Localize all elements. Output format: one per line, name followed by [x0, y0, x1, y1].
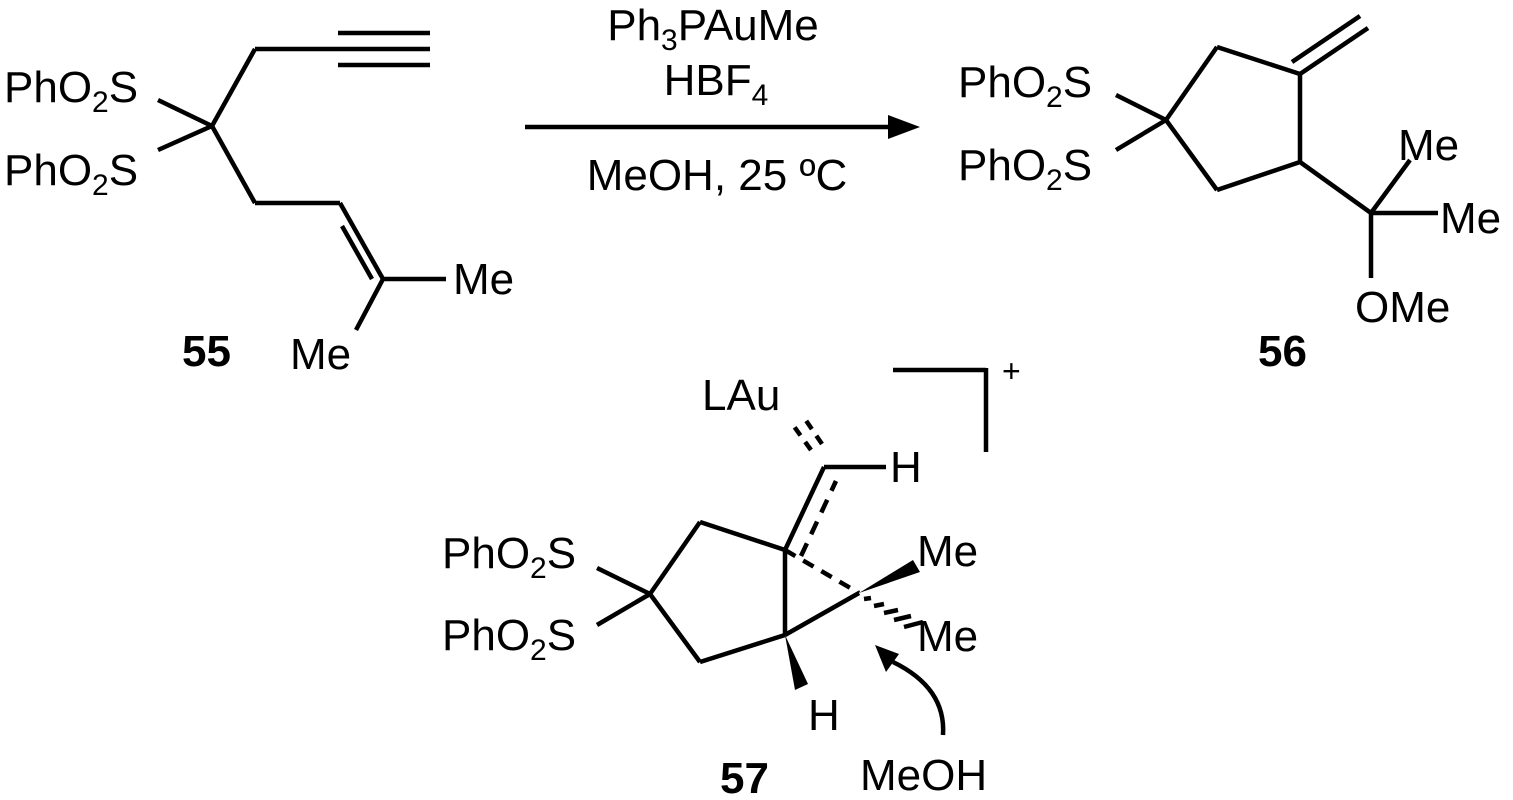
compound-56-methoxy-label: OMe: [1355, 283, 1450, 332]
compound-56-methyl-label: Me: [1398, 121, 1459, 170]
positive-charge-label: +: [1002, 353, 1021, 389]
compound-56-bonds: [1114, 14, 1438, 278]
compound-57-methyl-label: Me: [917, 527, 978, 576]
compound-55-methyl-label: Me: [453, 255, 514, 304]
compound-57-sulfonyl-label: PhO2S: [442, 611, 576, 667]
compound-56-number: 56: [1258, 327, 1307, 376]
compound-55-bonds: [157, 30, 446, 332]
compound-57-bonds: [595, 417, 924, 690]
methanol-label: MeOH: [860, 751, 987, 800]
compound-56: PhO2S PhO2S Me Me OMe 56: [958, 14, 1501, 376]
compound-57-hydrogen-label: H: [808, 691, 840, 740]
cation-bracket: [893, 367, 989, 452]
nucleophile-arrow-head: [875, 645, 899, 672]
acid-label: HBF4: [664, 56, 769, 112]
catalyst-label: Ph3PAuMe: [607, 1, 819, 57]
reaction-arrow-head: [888, 115, 920, 139]
compound-55-sulfonyl-label: PhO2S: [4, 63, 138, 119]
reaction-arrow-group: Ph3PAuMe HBF4 MeOH, 25 ºC: [525, 1, 920, 200]
compound-56-sulfonyl-label: PhO2S: [958, 141, 1092, 197]
nucleophile-attack-arrow: [892, 659, 946, 736]
compound-57: LAu H PhO2S PhO2S Me Me H + MeOH 57: [442, 353, 1021, 800]
compound-57-methyl-label: Me: [917, 612, 978, 661]
compound-57-number: 57: [720, 754, 769, 800]
compound-55: PhO2S PhO2S Me Me 55: [4, 30, 514, 379]
compound-55-number: 55: [182, 327, 231, 376]
compound-56-sulfonyl-label: PhO2S: [958, 58, 1092, 114]
conditions-label: MeOH, 25 ºC: [587, 151, 848, 200]
compound-57-hydrogen-label: H: [890, 443, 922, 492]
compound-57-sulfonyl-label: PhO2S: [442, 529, 576, 585]
compound-55-methyl-label: Me: [290, 330, 351, 379]
gold-ligand-label: LAu: [702, 371, 780, 420]
compound-56-methyl-label: Me: [1440, 194, 1501, 243]
compound-55-sulfonyl-label: PhO2S: [4, 146, 138, 202]
